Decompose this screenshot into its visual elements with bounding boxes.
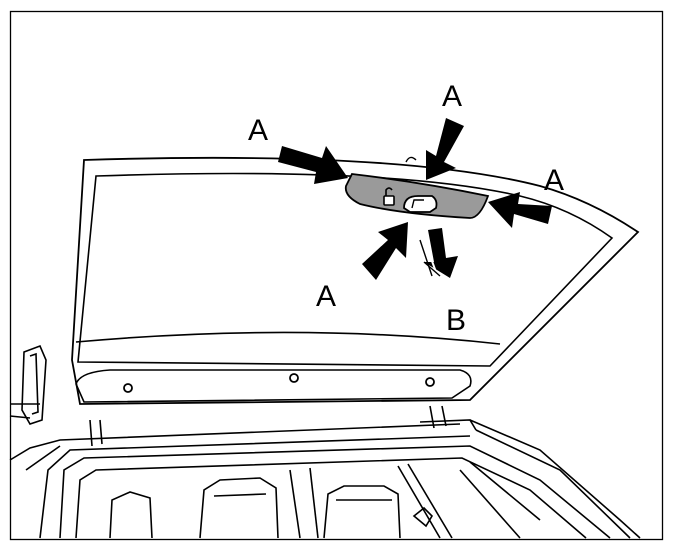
label-a-bottom: A xyxy=(316,280,336,313)
label-a-left: A xyxy=(248,114,268,147)
rail-hole xyxy=(289,373,299,383)
label-b: B xyxy=(446,304,466,337)
rail-hole xyxy=(425,377,435,387)
arrow-a-top xyxy=(426,118,464,180)
rail-hole xyxy=(123,383,133,393)
arrow-a-left xyxy=(278,146,348,184)
car-body xyxy=(9,344,641,539)
arrows xyxy=(278,118,552,280)
arrow-b xyxy=(424,228,458,278)
label-a-right: A xyxy=(544,164,564,197)
diagram-border xyxy=(9,10,664,541)
door-lock-icon xyxy=(383,187,395,206)
car-door-icon xyxy=(403,195,438,213)
tailgate xyxy=(71,156,640,405)
arrow-a-bottom xyxy=(362,222,408,280)
arrow-a-right xyxy=(488,192,552,228)
label-a-top: A xyxy=(442,80,462,113)
interior-lamp xyxy=(344,173,490,219)
